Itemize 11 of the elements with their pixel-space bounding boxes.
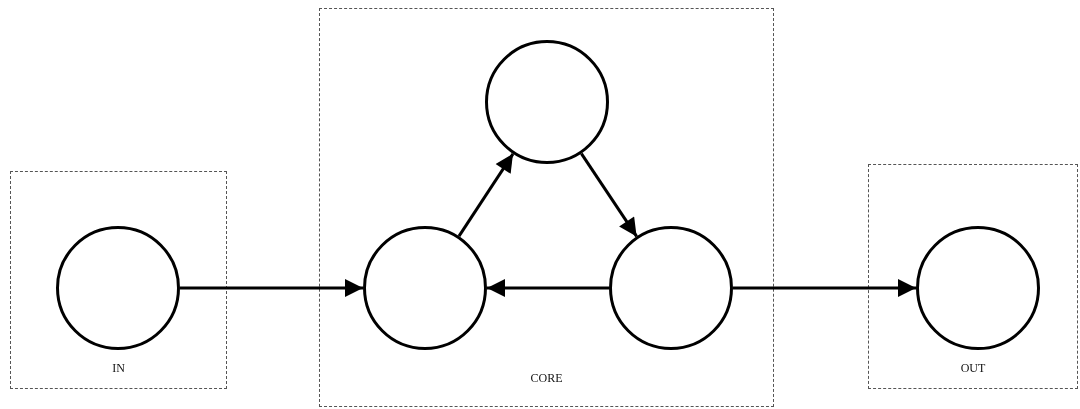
group-label: IN [111,361,126,376]
dashed-group-box [10,171,227,389]
group-label: CORE [529,371,564,386]
arrow [180,279,363,297]
arrow [457,153,515,237]
arrow [487,279,609,297]
group-label: OUT [959,361,987,376]
dashed-group-box [319,8,774,407]
arrow [733,279,916,297]
dashed-group-box [868,164,1078,389]
arrow [580,152,638,238]
